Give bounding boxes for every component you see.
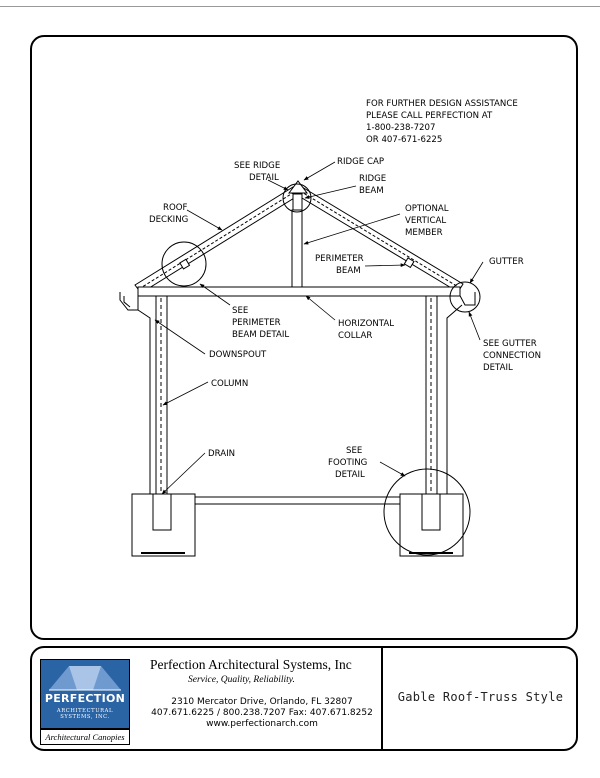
right-footing xyxy=(399,493,464,557)
label-see-footing-detail: SEE FOOTING DETAIL xyxy=(328,446,367,480)
svg-text:RIDGE: RIDGE xyxy=(359,174,386,184)
svg-text:ROOF: ROOF xyxy=(163,203,187,213)
leader-gutter-connection xyxy=(468,311,481,341)
leader-ridge-beam xyxy=(304,185,357,199)
title-block-divider xyxy=(381,646,383,751)
svg-text:PERIMETER: PERIMETER xyxy=(232,318,281,328)
svg-text:SEE: SEE xyxy=(346,446,362,456)
label-downspout: DOWNSPOUT xyxy=(209,350,267,360)
svg-text:PERIMETER: PERIMETER xyxy=(315,254,364,264)
page-top-rule xyxy=(0,6,600,7)
svg-text:BEAM: BEAM xyxy=(359,186,384,196)
leader-ridge-cap xyxy=(303,161,336,181)
label-ridge-beam: RIDGE BEAM xyxy=(359,174,386,196)
svg-text:BEAM: BEAM xyxy=(336,266,361,276)
notes-assistance: FOR FURTHER DESIGN ASSISTANCE PLEASE CAL… xyxy=(366,99,518,145)
ridge-beam xyxy=(292,193,303,211)
drawing-title: Gable Roof-Truss Style xyxy=(397,690,564,704)
perimeter-beam-detail-circle xyxy=(161,241,207,287)
leader-roof-decking xyxy=(186,209,223,231)
company-phones: 407.671.6225 / 800.238.7207 Fax: 407.671… xyxy=(151,708,373,718)
leader-footing xyxy=(379,461,406,477)
company-address: 2310 Mercator Drive, Orlando, FL 32807 xyxy=(171,697,353,707)
perimeter-beam-right xyxy=(403,257,415,269)
label-ridge-cap: RIDGE CAP xyxy=(337,157,384,167)
company-name: Perfection Architectural Systems, Inc xyxy=(150,657,352,672)
svg-text:COLLAR: COLLAR xyxy=(338,331,372,341)
svg-text:SEE: SEE xyxy=(232,306,248,316)
label-see-gutter-connection-detail: SEE GUTTER CONNECTION DETAIL xyxy=(483,339,541,373)
logo-caption: Architectural Canopies xyxy=(40,729,130,745)
leader-drain xyxy=(161,452,206,495)
drawing-frame xyxy=(30,35,578,640)
company-logo: PERFECTION ARCHITECTURAL SYSTEMS, INC. xyxy=(40,659,130,729)
company-website: www.perfectionarch.com xyxy=(206,719,318,729)
label-optional-vertical-member: OPTIONAL VERTICAL MEMBER xyxy=(405,204,449,238)
gutter-connection-detail-circle xyxy=(449,281,481,313)
canopy-logo-icon xyxy=(49,666,121,691)
right-column xyxy=(425,295,438,513)
logo-wordmark: PERFECTION xyxy=(44,692,126,705)
left-downspout xyxy=(137,309,151,500)
svg-text:PLEASE CALL PERFECTION AT: PLEASE CALL PERFECTION AT xyxy=(366,111,493,121)
leader-ridge-detail xyxy=(267,179,289,191)
footing-detail-circle xyxy=(383,468,471,556)
optional-vertical-member xyxy=(291,209,303,289)
title-block-frame xyxy=(30,646,578,751)
label-perimeter-beam: PERIMETER BEAM xyxy=(315,254,364,276)
leader-downspout xyxy=(154,319,206,355)
label-roof-decking: ROOF DECKING xyxy=(149,203,188,225)
logo-subtitle: ARCHITECTURAL SYSTEMS, INC. xyxy=(56,708,114,720)
ridge-cap xyxy=(288,180,308,194)
svg-text:FOOTING: FOOTING xyxy=(328,458,367,468)
svg-text:VERTICAL: VERTICAL xyxy=(405,216,446,226)
label-column: COLUMN xyxy=(211,379,248,389)
perimeter-beam-left xyxy=(179,258,191,270)
svg-text:1-800-238-7207: 1-800-238-7207 xyxy=(366,123,435,133)
svg-text:DETAIL: DETAIL xyxy=(335,470,365,480)
leader-gutter xyxy=(469,261,484,284)
leader-vertical-member xyxy=(303,213,401,245)
svg-text:DETAIL: DETAIL xyxy=(249,173,279,183)
leader-horizontal-collar xyxy=(305,295,336,321)
label-gutter: GUTTER xyxy=(489,257,524,267)
svg-text:SEE GUTTER: SEE GUTTER xyxy=(483,339,537,349)
label-drain: DRAIN xyxy=(208,449,235,459)
roof-rafters xyxy=(134,180,464,294)
svg-text:OR 407-671-6225: OR 407-671-6225 xyxy=(366,135,442,145)
grade-beam xyxy=(195,496,400,505)
svg-text:DECKING: DECKING xyxy=(149,215,188,225)
ridge-detail-circle xyxy=(282,183,312,213)
svg-text:OPTIONAL: OPTIONAL xyxy=(405,204,449,214)
left-footing xyxy=(131,493,196,557)
right-downspout xyxy=(446,304,463,500)
label-see-perimeter-beam-detail: SEE PERIMETER BEAM DETAIL xyxy=(232,306,289,340)
svg-text:DETAIL: DETAIL xyxy=(483,363,513,373)
svg-text:MEMBER: MEMBER xyxy=(405,228,443,238)
horizontal-collar xyxy=(137,286,461,297)
svg-text:HORIZONTAL: HORIZONTAL xyxy=(338,319,394,329)
left-gutter xyxy=(119,292,139,311)
svg-text:SEE RIDGE: SEE RIDGE xyxy=(234,161,280,171)
leader-column xyxy=(162,381,209,406)
svg-text:BEAM DETAIL: BEAM DETAIL xyxy=(232,330,289,340)
leader-perimeter-beam-detail xyxy=(199,283,231,306)
company-tagline: Service, Quality, Reliability. xyxy=(188,675,295,685)
label-horizontal-collar: HORIZONTAL COLLAR xyxy=(338,319,394,341)
leader-perimeter-beam xyxy=(364,263,406,268)
svg-text:CONNECTION: CONNECTION xyxy=(483,351,541,361)
label-see-ridge-detail: SEE RIDGE DETAIL xyxy=(234,161,280,183)
svg-text:FOR FURTHER DESIGN ASSISTANCE: FOR FURTHER DESIGN ASSISTANCE xyxy=(366,99,518,109)
right-gutter xyxy=(457,291,476,306)
right-rafter xyxy=(296,186,464,293)
